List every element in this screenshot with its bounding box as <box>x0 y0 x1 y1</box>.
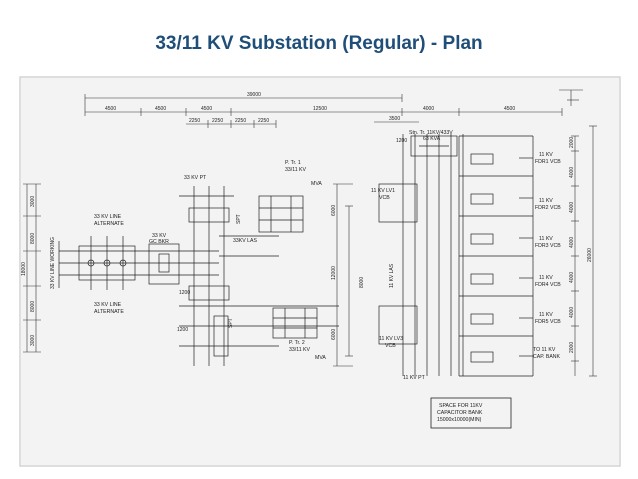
dim-seg-6: 4500 <box>504 106 515 112</box>
label-ptr2-rating: 33/11 KV <box>289 347 310 353</box>
dim-mid-1200-b: 1200 <box>177 327 188 333</box>
feeder-label-3b: FDR3 VCB <box>535 243 561 249</box>
label-33kv-pt: 33 KV PT <box>184 175 207 181</box>
power-transformer-1 <box>258 195 304 233</box>
mid-dimensions <box>333 183 353 367</box>
dim-mid-6000-top: 6000 <box>331 205 337 216</box>
label-ptr1: P. Tr. 1 <box>285 160 301 166</box>
label-lv1-2: VCB <box>379 195 390 201</box>
feeder-label-1b: FDR1 VCB <box>535 159 561 165</box>
dim-left-1: 3000 <box>30 196 36 207</box>
feeder-label-2a: 11 KV <box>539 198 553 204</box>
substation-plan-drawing: 39000 4500 4500 4500 12500 4000 4500 225… <box>19 76 621 467</box>
label-ptr1-rating: 33/11 KV <box>285 167 306 173</box>
label-line-alt-bot-2: ALTERNATE <box>94 309 124 315</box>
dim-mid-1200-a: 1200 <box>179 290 190 296</box>
feeder-label-5b: FDR5 VCB <box>535 319 561 325</box>
dim-sub-3: 2250 <box>235 118 246 124</box>
dim-seg-2: 4500 <box>155 106 166 112</box>
feeder-label-2b: FDR2 VCB <box>535 205 561 211</box>
dim-sub-4: 2250 <box>258 118 269 124</box>
feeder-label-6b: CAP. BANK <box>533 354 561 360</box>
capacitor-bank-space <box>430 397 512 429</box>
power-transformer-2 <box>272 307 318 339</box>
label-ptr2-mva: MVA <box>315 355 326 361</box>
bus-33kv <box>179 186 339 366</box>
incoming-33kv-bays <box>58 236 219 290</box>
label-line-alt-top-2: ALTERNATE <box>94 221 124 227</box>
label-lv3-1: 11 KV LV3 <box>379 336 403 342</box>
label-gc-bkr-2: GC BKR <box>149 239 169 245</box>
dim-mid-12000: 12000 <box>331 266 337 280</box>
feeder-label-3a: 11 KV <box>539 236 553 242</box>
feeder-label-5a: 11 KV <box>539 312 553 318</box>
label-lv1-1: 11 KV LV1 <box>371 188 395 194</box>
feeder-label-6a: TO 11 KV <box>533 347 556 353</box>
label-11kv-las: 11 KV LAS <box>389 263 395 288</box>
dim-sub-2: 2250 <box>212 118 223 124</box>
label-33kv-las: 33KV LAS <box>233 238 257 244</box>
label-line-alt-top-1: 33 KV LINE <box>94 214 122 220</box>
dim-overall: 39000 <box>247 92 261 98</box>
dim-right-2: 4000 <box>569 167 575 178</box>
dim-sub-1: 2250 <box>189 118 200 124</box>
dim-right-5: 4000 <box>569 272 575 283</box>
dim-right-4: 4000 <box>569 237 575 248</box>
dim-seg-5: 4000 <box>423 106 434 112</box>
label-11kv-pt: 11 KV PT <box>403 375 426 381</box>
drawing-sheet <box>19 76 621 467</box>
label-ptr1-mva: MVA <box>311 181 322 187</box>
dim-right-7: 2000 <box>569 342 575 353</box>
dim-mid-6000-bot: 6000 <box>331 329 337 340</box>
feeder-label-1a: 11 KV <box>539 152 553 158</box>
dim-right-3: 4000 <box>569 202 575 213</box>
dim-left-3: 18000 <box>21 262 27 276</box>
dim-left-2: 8000 <box>30 233 36 244</box>
label-line-alt-bot-1: 33 KV LINE <box>94 302 122 308</box>
label-space-2: CAPACITOR BANK <box>437 410 483 416</box>
dim-left-5: 3000 <box>30 335 36 346</box>
dim-right-overall: 26000 <box>587 248 593 262</box>
label-space-1: SPACE FOR 11KV <box>439 403 483 409</box>
label-stn-tr: Stn. Tr. 11KV/433V <box>409 130 453 136</box>
label-lv3-2: VCB <box>385 343 396 349</box>
dim-seg-1: 4500 <box>105 106 116 112</box>
feeder-label-4a: 11 KV <box>539 275 553 281</box>
dim-mid-8000: 8000 <box>359 277 365 288</box>
dim-seg-3: 4500 <box>201 106 212 112</box>
dim-mid-1200-c: 1200 <box>396 138 407 144</box>
feeder-label-4b: FDR4 VCB <box>535 282 561 288</box>
dim-left-4: 8000 <box>30 301 36 312</box>
label-spt-bottom: SPT <box>228 318 234 328</box>
right-dimensions <box>571 125 597 377</box>
label-line-working: 33 KV LINE WORKING <box>50 237 56 289</box>
dim-seg-4: 12500 <box>313 106 327 112</box>
dim-right-1: 2000 <box>569 137 575 148</box>
label-stn-tr-kva: 63 KVA <box>423 136 441 142</box>
label-space-3: 15000x10000(MIN) <box>437 417 482 423</box>
label-spt-top: SPT <box>236 214 242 224</box>
dim-3500: 3500 <box>389 116 400 122</box>
top-dimensions <box>84 89 583 128</box>
label-ptr2: P. Tr. 2 <box>289 340 305 346</box>
feeder-bays <box>458 135 534 377</box>
slide-title: 33/11 KV Substation (Regular) - Plan <box>155 33 483 54</box>
label-gc-bkr-1: 33 KV <box>152 233 167 239</box>
left-dimensions <box>23 183 41 353</box>
dim-right-6: 4000 <box>569 307 575 318</box>
